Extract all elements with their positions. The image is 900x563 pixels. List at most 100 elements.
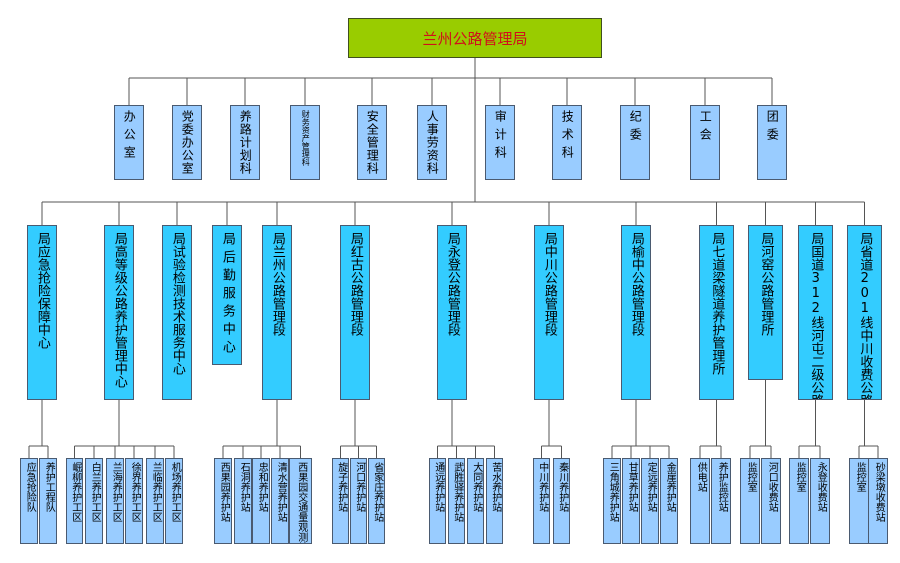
station-box-5-4: 清水营养护站 — [271, 458, 289, 544]
station-box-9-4-label: 金崖养护站 — [664, 462, 676, 512]
unit-box-7: 局永登公路管理段 — [437, 225, 467, 400]
station-box-12-1-label: 监控室 — [794, 462, 806, 492]
station-box-5-5: 西果园交通量观测站 — [289, 458, 312, 544]
unit-box-1: 局应急抢险保障中心 — [27, 225, 57, 400]
station-box-6-1: 旋子养护站 — [332, 458, 349, 544]
unit-box-1-label: 局应急抢险保障中心 — [34, 232, 50, 349]
station-box-2-4: 徐界养护工区 — [125, 458, 143, 544]
station-box-5-3: 忠和养护站 — [252, 458, 270, 544]
station-box-9-3: 定远养护站 — [641, 458, 659, 544]
station-box-2-4-label: 徐界养护工区 — [129, 462, 141, 522]
dept-box-6: 人事劳资科 — [417, 105, 447, 180]
station-box-5-1: 西果园养护站 — [214, 458, 232, 544]
unit-box-8-label: 局中川公路管理段 — [541, 232, 557, 336]
dept-box-3: 养路计划科 — [230, 105, 260, 180]
dept-box-5-label: 安全管理科 — [365, 110, 380, 175]
dept-box-11-label: 团委 — [765, 110, 780, 146]
unit-box-10-label: 局七道梁隧道养护管理所 — [709, 232, 725, 375]
station-box-1-1: 应急抢险队 — [20, 458, 38, 544]
dept-box-8-label: 技术科 — [560, 110, 575, 164]
station-box-7-3-label: 大同养护站 — [470, 462, 482, 512]
station-box-8-2-label: 秦川养护站 — [556, 462, 568, 512]
station-box-5-5-label: 西果园交通量观测站 — [295, 462, 307, 544]
station-box-13-1-label: 监控室 — [854, 462, 866, 492]
station-box-2-3-label: 兰海养护工区 — [110, 462, 122, 522]
dept-box-10-label: 工会 — [698, 110, 713, 146]
station-box-7-4-label: 苦水养护站 — [489, 462, 501, 512]
unit-box-9: 局榆中公路管理段 — [621, 225, 651, 400]
station-box-1-1-label: 应急抢险队 — [24, 462, 36, 512]
dept-box-1-label: 办公室 — [122, 110, 137, 164]
top-org-box: 兰州公路管理局 — [348, 18, 602, 58]
dept-box-1: 办公室 — [114, 105, 144, 180]
dept-box-2: 党委办公室 — [172, 105, 202, 180]
dept-box-7-label: 审计科 — [493, 110, 508, 164]
station-box-2-6: 机场养护工区 — [165, 458, 183, 544]
unit-box-6: 局红古公路管理段 — [340, 225, 370, 400]
dept-box-10: 工会 — [690, 105, 720, 180]
dept-box-7: 审计科 — [485, 105, 515, 180]
station-box-5-4-label: 清水营养护站 — [275, 462, 287, 522]
unit-box-13-label: 局省道201线中川收费公路管理所 — [857, 232, 873, 400]
dept-box-2-label: 党委办公室 — [180, 110, 195, 175]
station-box-1-2-label: 养护工程队 — [43, 462, 55, 512]
station-box-10-1: 供电站 — [690, 458, 710, 544]
station-box-12-1: 监控室 — [789, 458, 809, 544]
station-box-8-1-label: 中川养护站 — [536, 462, 548, 512]
dept-box-11: 团委 — [757, 105, 787, 180]
dept-box-9-label: 纪委 — [628, 110, 643, 146]
station-box-9-4: 金崖养护站 — [660, 458, 678, 544]
station-box-7-2-label: 武胜驿养护站 — [451, 462, 463, 522]
station-box-5-2: 石洞养护站 — [234, 458, 252, 544]
unit-box-8: 局中川公路管理段 — [534, 225, 564, 400]
station-box-13-2: 砂梁墩收费站 — [868, 458, 888, 544]
station-box-10-2: 养护监控站 — [711, 458, 731, 544]
station-box-2-5: 兰临养护工区 — [146, 458, 164, 544]
station-box-5-2-label: 石洞养护站 — [238, 462, 250, 512]
station-box-12-2-label: 永登收费站 — [815, 462, 827, 512]
station-box-10-1-label: 供电站 — [695, 462, 707, 492]
station-box-12-2: 永登收费站 — [810, 458, 830, 544]
unit-box-7-label: 局永登公路管理段 — [444, 232, 460, 336]
station-box-7-4: 苦水养护站 — [486, 458, 503, 544]
station-box-6-3: 省家庄养护站 — [368, 458, 385, 544]
dept-box-4-label: 财务资产管理科 — [301, 110, 311, 166]
unit-box-11-label: 局河窑公路管理所 — [758, 232, 774, 336]
unit-box-2: 局高等级公路养护管理中心 — [104, 225, 134, 400]
station-box-1-2: 养护工程队 — [39, 458, 57, 544]
unit-box-10: 局七道梁隧道养护管理所 — [699, 225, 734, 400]
station-box-11-1-label: 监控室 — [745, 462, 757, 492]
unit-box-12: 局国道312线河屯二级公路收费所 — [798, 225, 833, 400]
station-box-7-3: 大同养护站 — [467, 458, 484, 544]
station-box-6-3-label: 省家庄养护站 — [371, 462, 383, 522]
station-box-11-2: 河口收费站 — [761, 458, 781, 544]
unit-box-3: 局试验检测技术服务中心 — [162, 225, 192, 400]
unit-box-5-label: 局兰州公路管理段 — [269, 232, 285, 336]
unit-box-11: 局河窑公路管理所 — [748, 225, 783, 380]
unit-box-5: 局兰州公路管理段 — [262, 225, 292, 400]
dept-box-9: 纪委 — [620, 105, 650, 180]
station-box-6-1-label: 旋子养护站 — [335, 462, 347, 512]
station-box-6-2: 河口养护站 — [350, 458, 367, 544]
dept-box-4: 财务资产管理科 — [290, 105, 320, 180]
station-box-2-3: 兰海养护工区 — [106, 458, 124, 544]
dept-box-8: 技术科 — [552, 105, 582, 180]
unit-box-6-label: 局红古公路管理段 — [347, 232, 363, 336]
unit-box-9-label: 局榆中公路管理段 — [628, 232, 644, 336]
station-box-2-2-label: 白兰养护工区 — [89, 462, 101, 522]
station-box-13-2-label: 砂梁墩收费站 — [873, 462, 885, 522]
dept-box-6-label: 人事劳资科 — [425, 110, 440, 175]
station-box-2-6-label: 机场养护工区 — [169, 462, 181, 522]
station-box-5-3-label: 忠和养护站 — [256, 462, 268, 512]
station-box-9-3-label: 定远养护站 — [645, 462, 657, 512]
station-box-2-5-label: 兰临养护工区 — [150, 462, 162, 522]
top-org-box-label: 兰州公路管理局 — [422, 29, 528, 48]
unit-box-4: 局后勤服务中心 — [212, 225, 242, 365]
station-box-11-2-label: 河口收费站 — [766, 462, 778, 512]
station-box-10-2-label: 养护监控站 — [716, 462, 728, 512]
unit-box-4-label: 局后勤服务中心 — [219, 232, 235, 358]
unit-box-12-label: 局国道312线河屯二级公路收费所 — [808, 232, 824, 400]
station-box-2-1-label: 崛柳养护工区 — [69, 462, 81, 522]
